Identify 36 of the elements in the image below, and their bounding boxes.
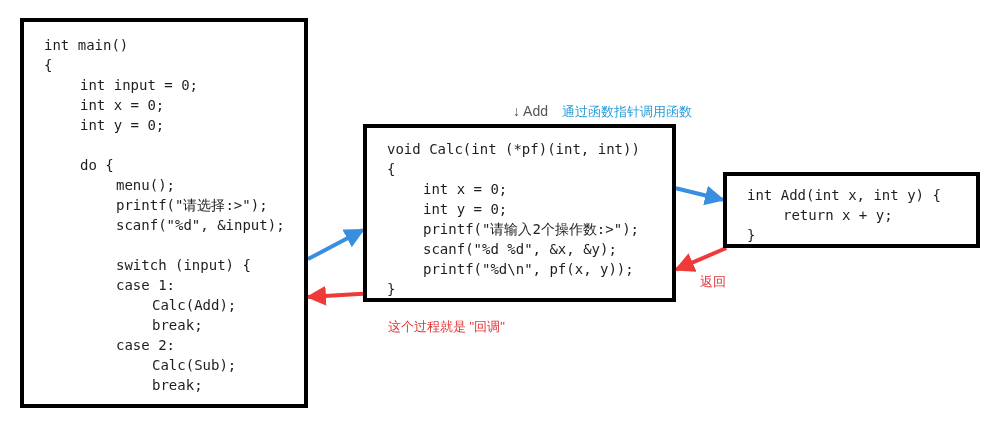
annotation-text: 返回 [700,273,726,291]
code-line: Calc(Add); [152,296,237,314]
code-line: do { [80,156,114,174]
code-line: scanf("%d %d", &x, &y); [423,240,617,258]
code-line: printf("%d\n", pf(x, y)); [423,260,634,278]
edge-note: ↓ Add [513,103,549,119]
code-panel [723,172,980,248]
code-line: { [44,56,53,74]
code-line: break; [152,376,203,394]
code-panel [363,124,676,302]
arrow [307,228,365,261]
code-line: { [387,160,396,178]
code-line: int x = 0; [80,96,165,114]
code-panel [20,18,308,408]
code-line: void Calc(int (*pf)(int, int)) [387,140,640,158]
code-line: menu(); [116,176,175,194]
code-line: printf("请输入2个操作数:>"); [423,220,639,238]
code-line: int Add(int x, int y) { [747,186,941,204]
code-line: int y = 0; [80,116,165,134]
code-line: switch (input) { [116,256,251,274]
code-line: case 1: [116,276,175,294]
code-line: int y = 0; [423,200,508,218]
code-line: int x = 0; [423,180,508,198]
annotation-text: 这个过程就是 "回调" [388,318,505,336]
code-line: printf("请选择:>"); [116,196,268,214]
code-line: scanf("%d", &input); [116,216,285,234]
arrow [675,185,725,206]
code-line: int input = 0; [80,76,198,94]
code-line: int main() [44,36,129,54]
code-line: Calc(Sub); [152,356,237,374]
annotation-text: 通过函数指针调用函数 [562,103,692,121]
code-line: case 2: [116,336,175,354]
code-line: } [747,226,756,244]
code-line: } [387,280,396,298]
code-line: break; [152,316,203,334]
code-line: return x + y; [783,206,893,224]
